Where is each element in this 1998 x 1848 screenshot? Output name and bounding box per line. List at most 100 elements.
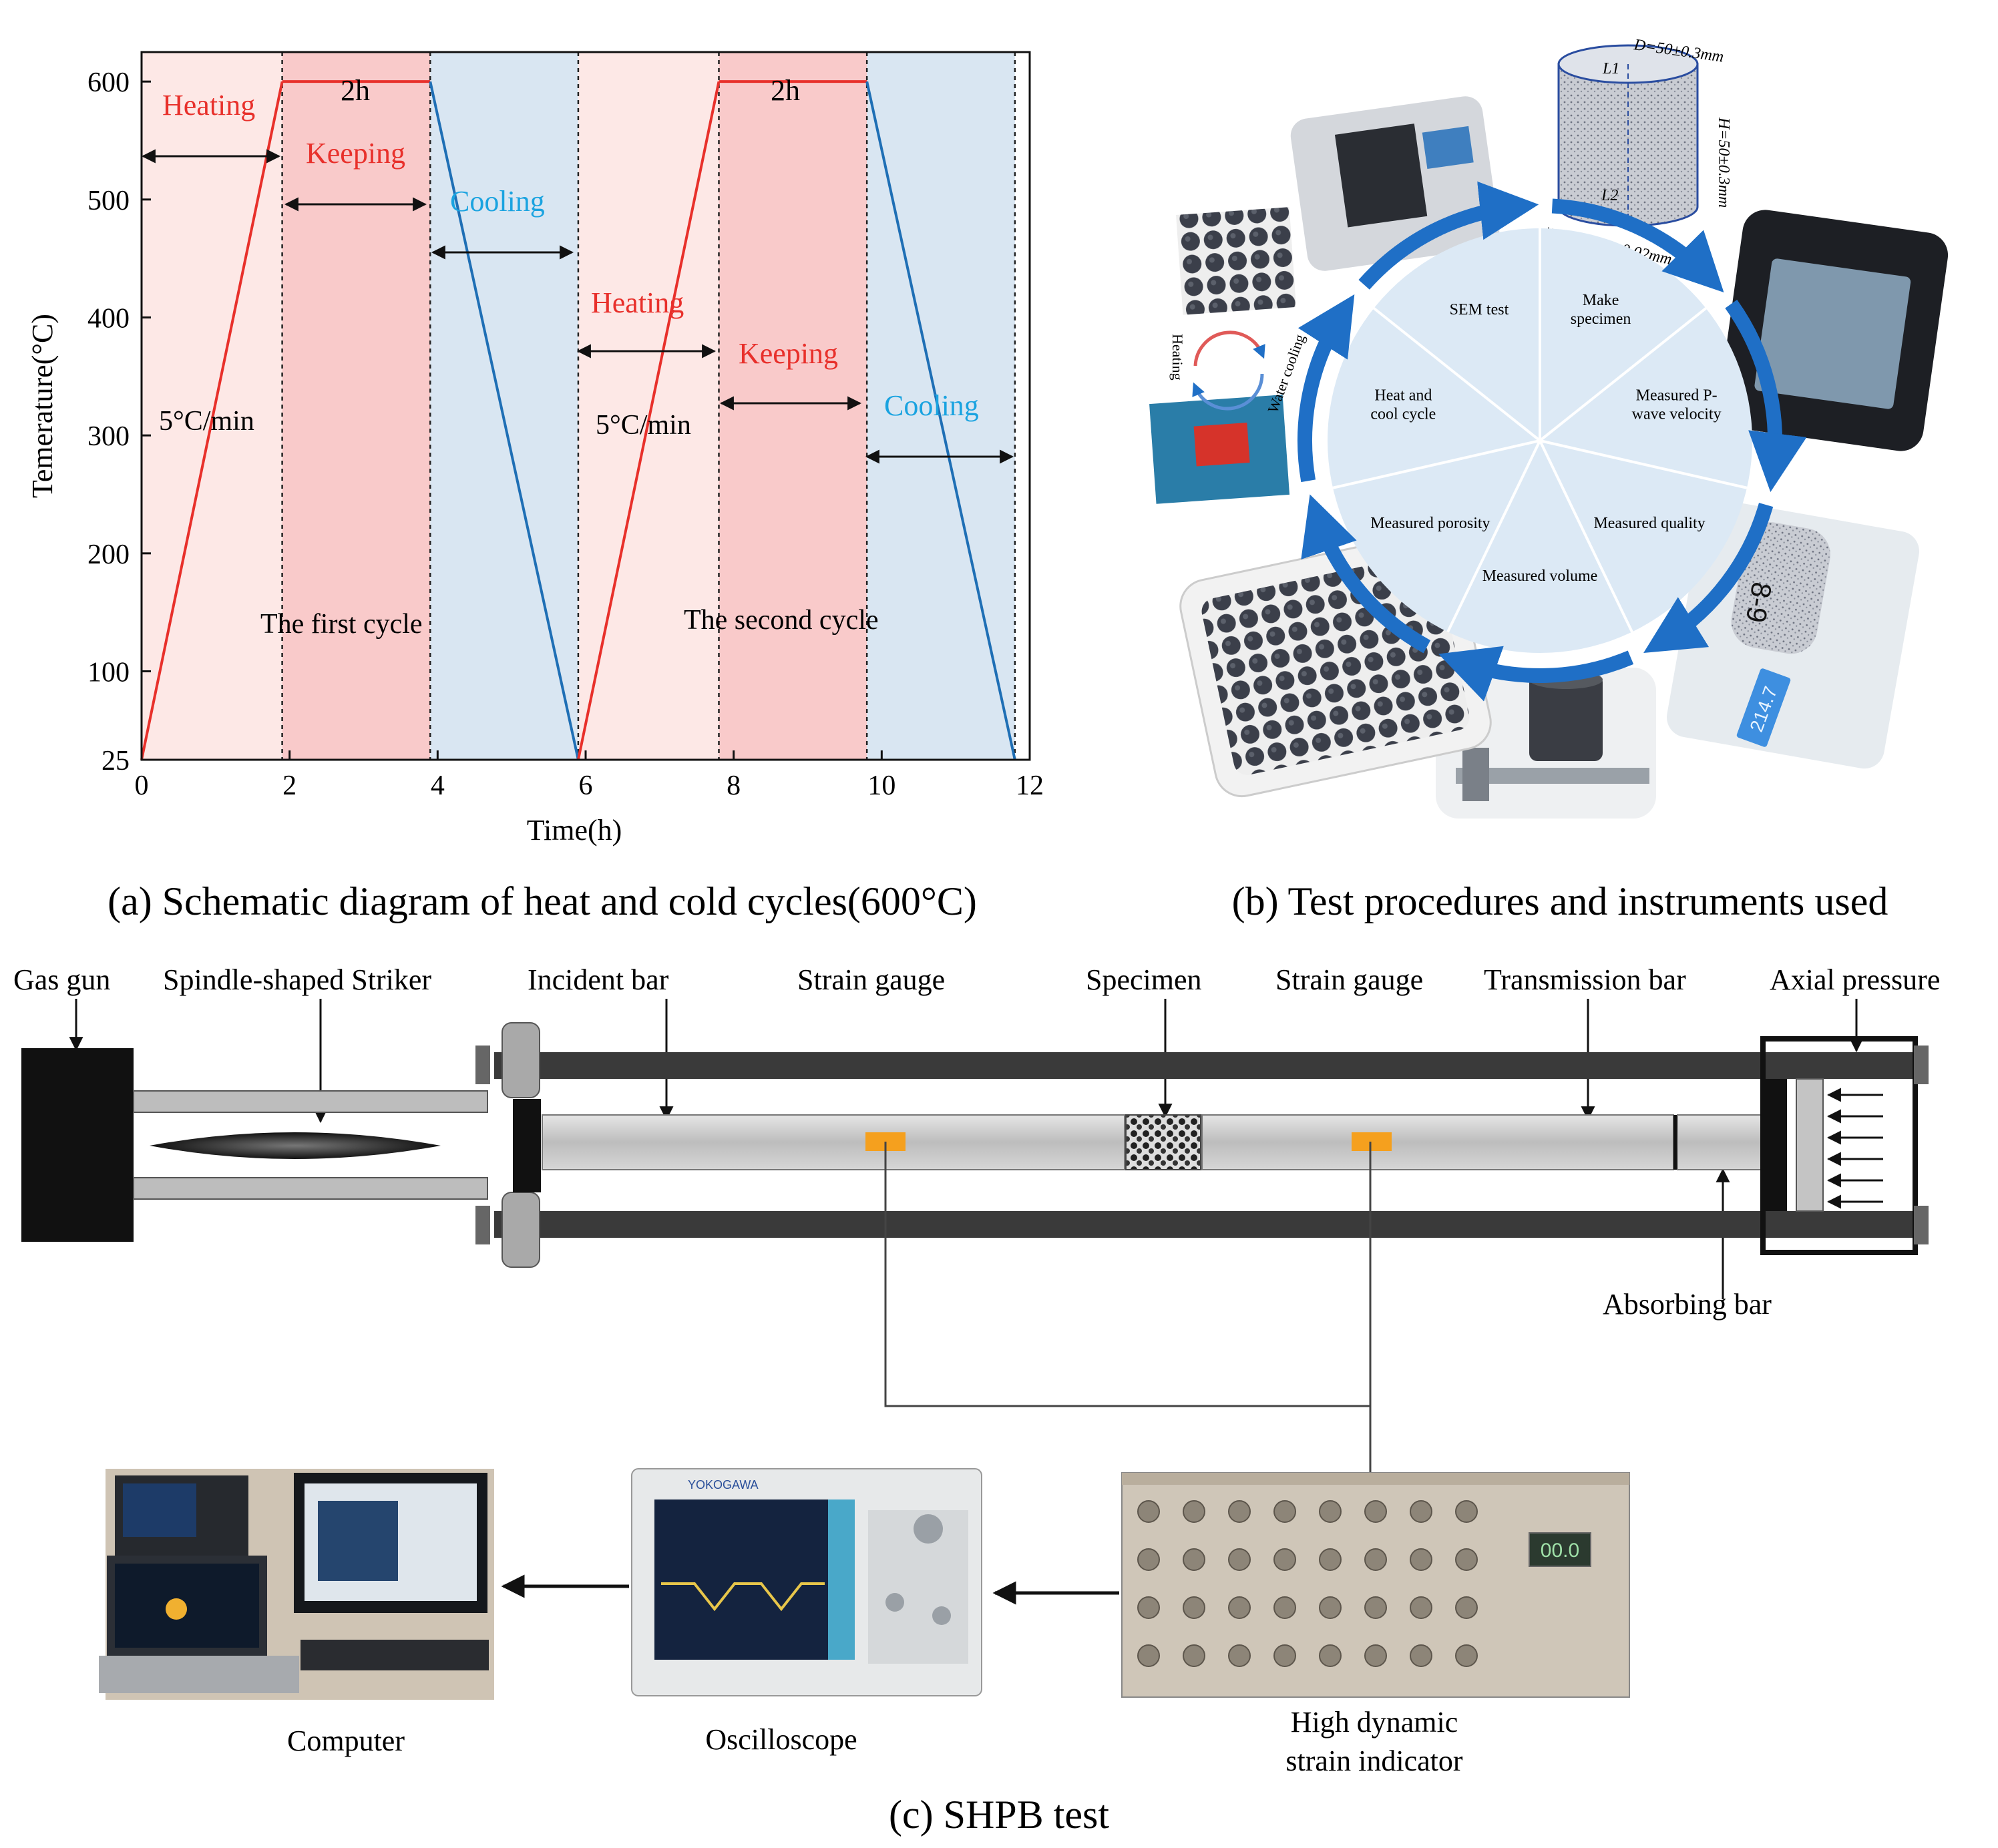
indicator-knob [1455,1644,1478,1667]
computer-label: Computer [287,1724,405,1757]
strain-gauge-2 [1352,1132,1392,1151]
oscilloscope-photo: YOKOGAWA [631,1468,982,1696]
transmission-bar-label: Transmission bar [1484,963,1686,996]
transmission-bar [1201,1114,1674,1170]
l2-label: L2 [1601,187,1618,204]
keeping-label-2: Keeping [739,337,838,370]
procedure-step-label: Measured volume [1482,567,1598,585]
gauge-wiring [884,1142,1372,1407]
strain-indicator-photo: 00.0 [1121,1472,1630,1698]
rate-label-1: 5°C/min [159,406,254,437]
indicator-knob [1228,1644,1251,1667]
wheel-arrow [1551,198,1724,293]
indicator-display: 00.0 [1541,1540,1579,1562]
indicator-knob [1410,1644,1432,1667]
indicator-knob [1319,1596,1342,1619]
procedure-step-label: SEM test [1450,301,1509,318]
y-tick-label: 200 [87,539,130,570]
axial-pressure-label: Axial pressure [1770,963,1940,996]
procedure-step-label: Measured quality [1593,515,1705,532]
height-label: H=50±0.3mm [1715,117,1732,208]
heating-photo-label: Heating [1169,334,1186,381]
rate-label-2: 5°C/min [596,410,691,441]
absorbing-bar-label: Absorbing bar [1603,1288,1772,1321]
indicator-knob [1228,1548,1251,1571]
bar-joint [1673,1115,1677,1170]
specimen-label: Specimen [1086,963,1202,996]
indicator-knob [1410,1500,1432,1523]
computer-photo [99,1469,494,1700]
indicator-knob [1183,1596,1205,1619]
temperature-segment [429,81,580,760]
phase-boundary-lines [281,52,1016,760]
indicator-knob [1455,1548,1478,1571]
indicator-knob [1364,1500,1387,1523]
axial-frame-inner [1763,1079,1787,1211]
wheel-arrow [1301,494,1431,654]
indicator-knob [1319,1548,1342,1571]
panel-c: Gas gun Spindle-shaped Striker Incident … [13,963,1940,1837]
indicator-knob [1228,1596,1251,1619]
indicator-knob [1455,1500,1478,1523]
keeping-phase-band [719,52,867,760]
indicator-knob [1137,1500,1160,1523]
indicator-knob [1273,1500,1296,1523]
indicator-knob [1410,1596,1432,1619]
y-tick-label: 600 [87,67,130,98]
indicator-knob [1183,1500,1205,1523]
hold-label-1: 2h [341,74,370,107]
procedure-step-label: Measured porosity [1370,515,1490,532]
indicator-knob [1273,1644,1296,1667]
strain-gauge-label-1: Strain gauge [797,963,945,996]
x-tick-label: 4 [431,770,445,801]
incident-bar [542,1114,1125,1170]
l1-label: L1 [1602,60,1619,77]
y-tick-label: 400 [87,304,130,334]
temperature-segment [140,81,284,760]
heating-label-1: Heating [162,89,255,122]
x-tick-label: 2 [282,770,296,801]
keeping-phase-band [282,52,431,760]
specimen-mark: 8-9 [1740,580,1778,625]
bolt-top-left [475,1046,490,1084]
temperature-segment [865,81,1016,760]
indicator-knob [1410,1548,1432,1571]
wheel-divider [1539,440,1633,633]
indicator-knob [1273,1548,1296,1571]
gas-gun [21,1048,134,1242]
indicator-label-line1: High dynamic [1291,1706,1458,1739]
wheel-arrow [1643,503,1774,653]
procedure-wheel [1328,228,1752,653]
x-axis-label: Time(h) [527,814,622,847]
wheel-arrow [1438,646,1634,702]
temperature-segments [140,80,1016,760]
wheel-arrow [1297,294,1355,483]
indicator-knob [1319,1644,1342,1667]
support-bottom-left [502,1192,540,1268]
rail-bottom [494,1211,1914,1238]
indicator-knob [1364,1644,1387,1667]
keeping-label-1: Keeping [306,137,405,170]
y-tick-label: 300 [87,421,130,452]
temperature-segment [576,81,721,760]
heat-cool-photos: Heating Water cooling [1149,207,1308,504]
caption-b: (b) Test procedures and instruments used [1232,879,1888,923]
procedure-step-label: Measured P-wave velocity [1632,387,1722,423]
absorbing-bar [1677,1114,1768,1170]
cycle-label-1: The first cycle [260,609,423,640]
cycle-label-2: The second cycle [684,605,879,636]
procedure-wheel-arrows [1297,181,1807,702]
axial-pressure-arrows [1826,1088,1883,1209]
indicator-knob [1183,1644,1205,1667]
panel-b: D=50±0.3mm H=50±0.3mm L1 L2 |L1 − L2| ≤ … [1149,36,1949,923]
bar-holder [513,1099,541,1192]
incident-bar-label: Incident bar [528,963,669,996]
wheel-divider [1539,307,1707,442]
indicator-label-line2: strain indicator [1285,1745,1462,1777]
